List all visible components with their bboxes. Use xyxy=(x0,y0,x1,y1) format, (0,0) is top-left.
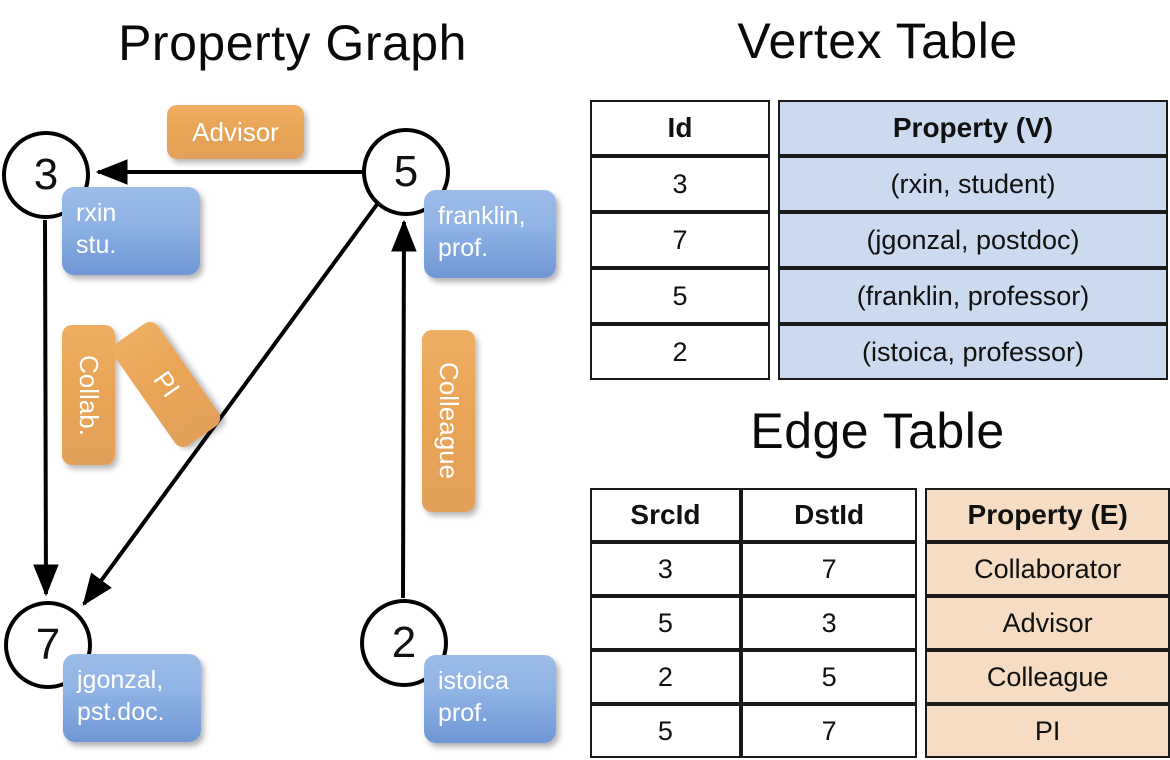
vertex-property-line1: franklin, xyxy=(438,202,526,230)
table-row[interactable]: 5 (franklin, professor) xyxy=(590,268,1168,324)
table-row[interactable]: 5 7 PI xyxy=(590,704,1170,758)
vertex-cell-property: (rxin, student) xyxy=(778,156,1168,212)
edge-arrow-colleague xyxy=(391,219,417,599)
edge-label-colleague: Colleague xyxy=(422,330,475,512)
edge-cell-srcid: 5 xyxy=(590,596,741,650)
vertex-property-line1: istoica xyxy=(438,667,509,695)
vertex-property-box-2: istoica prof. xyxy=(424,655,556,743)
edge-cell-property: PI xyxy=(925,704,1170,758)
graph-node-2[interactable]: 2 xyxy=(360,599,448,687)
column-gap xyxy=(770,324,778,380)
edge-cell-srcid: 5 xyxy=(590,704,741,758)
table-row[interactable]: 7 (jgonzal, postdoc) xyxy=(590,212,1168,268)
vertex-property-line2: prof. xyxy=(438,234,489,262)
edge-cell-dstid: 7 xyxy=(740,542,918,596)
column-gap xyxy=(770,156,778,212)
edge-label-text: PI xyxy=(147,365,187,403)
edge-table: SrcId DstId Property (E) 3 7 Collaborato… xyxy=(590,488,1170,758)
vertex-property-line2: pst.doc. xyxy=(77,698,165,726)
column-gap xyxy=(770,100,778,156)
column-gap xyxy=(770,268,778,324)
graph-edge-arrows xyxy=(33,159,417,606)
edge-cell-property: Colleague xyxy=(925,650,1170,704)
table-row[interactable]: 2 5 Colleague xyxy=(590,650,1170,704)
edge-arrow-pi xyxy=(82,201,380,606)
column-gap xyxy=(917,596,925,650)
column-gap xyxy=(770,212,778,268)
vertex-property-box-5: franklin, prof. xyxy=(424,190,556,278)
edge-table-header-dstid: DstId xyxy=(740,488,918,542)
table-row[interactable]: 3 7 Collaborator xyxy=(590,542,1170,596)
edge-label-text: Collab. xyxy=(74,354,104,436)
edge-cell-dstid: 3 xyxy=(740,596,918,650)
vertex-table: Id Property (V) 3 (rxin, student) 7 (jgo… xyxy=(590,100,1168,380)
vertex-property-line2: stu. xyxy=(76,231,117,259)
property-graph-diagram: 3 5 7 2 rxin stu. franklin, prof. jgonza… xyxy=(2,105,556,743)
graph-node-5[interactable]: 5 xyxy=(362,128,450,216)
vertex-cell-property: (istoica, professor) xyxy=(778,324,1168,380)
edge-label-advisor: Advisor xyxy=(167,105,304,159)
vertex-property-box-7: jgonzal, pst.doc. xyxy=(63,654,201,742)
column-gap xyxy=(917,542,925,596)
vertex-table-header-property: Property (V) xyxy=(778,100,1168,156)
table-row[interactable]: 3 (rxin, student) xyxy=(590,156,1168,212)
edge-label-text: Advisor xyxy=(192,116,279,147)
vertex-cell-id: 3 xyxy=(590,156,770,212)
edge-cell-dstid: 5 xyxy=(740,650,918,704)
vertex-property-line2: prof. xyxy=(438,699,489,727)
vertex-cell-property: (franklin, professor) xyxy=(778,268,1168,324)
edge-cell-property: Advisor xyxy=(925,596,1170,650)
vertex-table-header-id: Id xyxy=(590,100,770,156)
table-row[interactable]: 5 3 Advisor xyxy=(590,596,1170,650)
vertex-property-line1: jgonzal, xyxy=(77,666,164,694)
edge-label-text: Colleague xyxy=(434,362,464,480)
table-row[interactable]: 2 (istoica, professor) xyxy=(590,324,1168,380)
vertex-cell-id: 7 xyxy=(590,212,770,268)
table-header-row: Id Property (V) xyxy=(590,100,1168,156)
table-header-row: SrcId DstId Property (E) xyxy=(590,488,1170,542)
edge-table-header-srcid: SrcId xyxy=(590,488,741,542)
edge-label-collab: Collab. xyxy=(62,325,115,465)
edge-cell-dstid: 7 xyxy=(740,704,918,758)
edge-cell-property: Collaborator xyxy=(925,542,1170,596)
edge-cell-srcid: 2 xyxy=(590,650,741,704)
column-gap xyxy=(917,704,925,758)
vertex-cell-id: 5 xyxy=(590,268,770,324)
edge-cell-srcid: 3 xyxy=(590,542,741,596)
vertex-property-line1: rxin xyxy=(76,199,117,227)
vertex-cell-property: (jgonzal, postdoc) xyxy=(778,212,1168,268)
column-gap xyxy=(917,488,925,542)
vertex-property-box-3: rxin stu. xyxy=(62,187,200,275)
edge-table-header-property: Property (E) xyxy=(925,488,1170,542)
edge-arrow-collaborator xyxy=(33,219,59,597)
vertex-cell-id: 2 xyxy=(590,324,770,380)
page-title-property-graph: Property Graph xyxy=(118,15,467,71)
column-gap xyxy=(917,650,925,704)
page-title-vertex-table: Vertex Table xyxy=(737,13,1018,69)
page-title-edge-table: Edge Table xyxy=(750,403,1005,459)
